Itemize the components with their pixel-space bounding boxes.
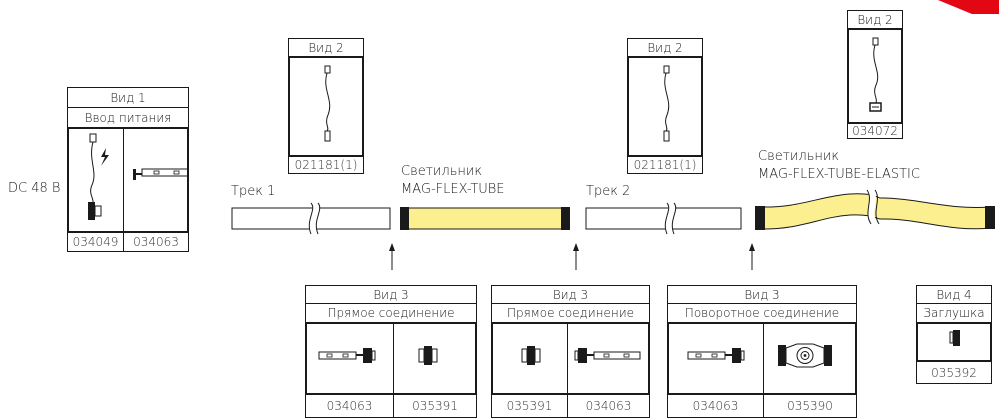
rotary-connector-035390-icon [778,343,832,368]
view3-divider [763,323,764,418]
power-input-code-2: 034063 [133,235,179,249]
connector-035391-icon [418,346,438,365]
view2-code: 034072 [852,123,898,138]
power-input-box: Вид 1 Ввод питания 034049 034063 [67,87,189,252]
view3-code-1: 035391 [506,399,553,413]
power-connector-block [88,202,95,220]
view3-divider [567,323,568,418]
power-input-code-1: 034049 [72,235,119,249]
voltage-label: DC 48 В [8,181,61,196]
track2 [585,207,742,230]
view3-label: Вид 3 [668,286,856,304]
power-input-divider [123,128,124,252]
lamp2-end-cap-right [985,206,995,229]
view3-box-b: Вид 3 Прямое соединение 035391 034063 [491,285,650,418]
view2-code: 021181(1) [633,157,697,172]
view3-label: Вид 3 [492,286,649,304]
lamp1-end-cap-right [561,207,570,230]
power-cable [90,141,95,204]
view3-divider [393,323,394,418]
view3-code-1: 034063 [692,399,739,413]
view3-code-2: 035391 [412,399,458,413]
view2-image-panel [627,56,703,157]
view3-label: Вид 3 [306,286,476,304]
connector-034063-icon [318,348,376,363]
lamp1-label-line2: MAG-FLEX-TUBE [401,182,505,197]
view4-code: 035392 [931,365,977,380]
lightning-icon [101,148,109,166]
track2-label: Трек 2 [586,184,631,199]
view3-code-2: 035390 [787,399,833,413]
connector-035391-icon [521,346,541,365]
lamp1-end-cap-left [400,207,409,230]
power-input-view-label: Вид 1 [68,88,188,108]
view4-box: Вид 4 Заглушка 035392 [916,285,992,384]
view2-image-panel [847,28,903,124]
view3-code-2: 034063 [585,399,632,413]
view2-box-elastic: Вид 2 034072 [847,10,903,139]
power-input-image-panel [67,127,189,233]
lamp2-label-line2: MAG-FLEX-TUBE-ELASTIC [758,167,920,182]
arrow-view3-a [389,243,395,270]
view2-box-track2: Вид 2 021181(1) [627,38,703,174]
connector-034063-icon [141,168,189,177]
lamp1-label-line1: Светильник [401,164,483,179]
track1-label: Трек 1 [231,184,276,199]
arrow-view3-b [573,243,579,270]
view3-box-a: Вид 3 Прямое соединение 034063 035391 [305,285,477,418]
view4-label: Вид 4 [917,286,991,304]
view2-code: 021181(1) [294,157,358,172]
connector-034063-icon [574,348,641,363]
end-cap-035392-icon [949,330,960,346]
arrow-view3-c [749,243,755,270]
view4-image-panel [916,322,992,362]
lamp2-end-cap-left [755,206,765,230]
view3-code-1: 034063 [326,399,373,413]
lamp2-label-line1: Светильник [758,149,840,164]
connector-034063-icon [687,348,745,363]
